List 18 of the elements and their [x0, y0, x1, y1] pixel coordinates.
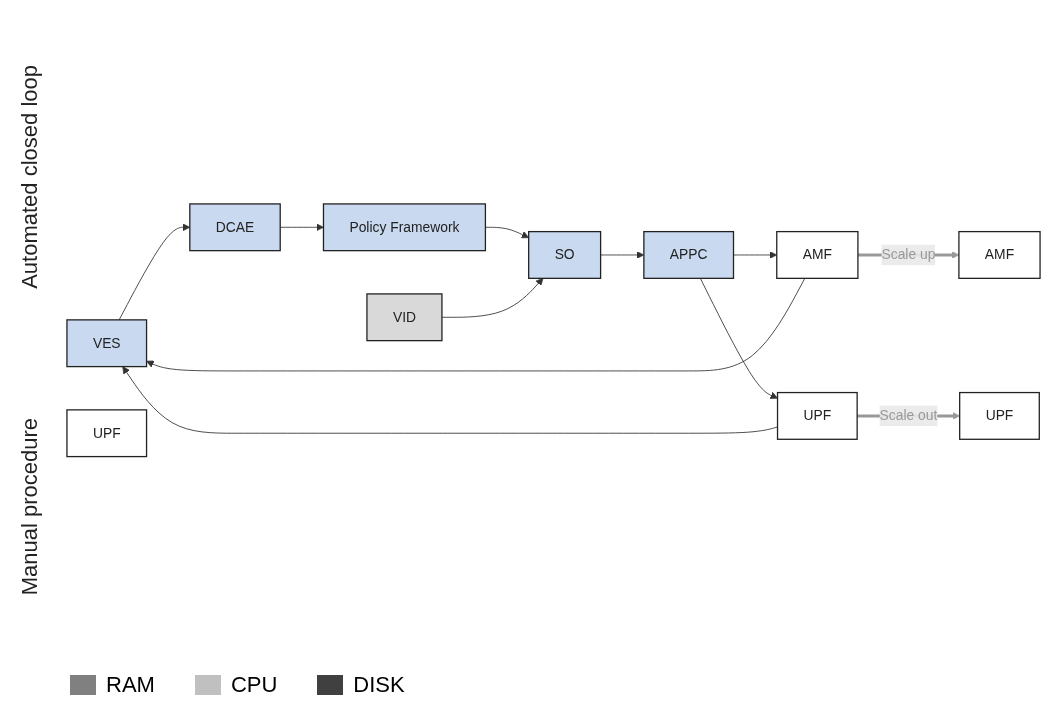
node-box: SO: [528, 230, 602, 279]
legend-label: DISK: [353, 672, 405, 698]
node-box: VES: [66, 318, 148, 367]
node-box: UPF: [776, 391, 858, 440]
node-box: UPF: [66, 408, 148, 457]
edge-label: Scale up: [881, 246, 936, 262]
side-label: Manual procedure: [17, 417, 43, 596]
node-box: VID: [366, 293, 443, 342]
edge-label: Scale out: [879, 407, 938, 423]
node-box: UPF: [959, 391, 1040, 440]
node-box: AMF: [958, 230, 1041, 279]
node-box: APPC: [643, 230, 735, 279]
legend-label: CPU: [230, 672, 278, 698]
node-box: Policy Framework: [322, 203, 487, 252]
node-box: DCAE: [189, 203, 281, 252]
node-box: AMF: [776, 230, 859, 279]
legend-label: RAM: [106, 672, 155, 698]
side-label: Automated closed loop: [17, 64, 43, 289]
